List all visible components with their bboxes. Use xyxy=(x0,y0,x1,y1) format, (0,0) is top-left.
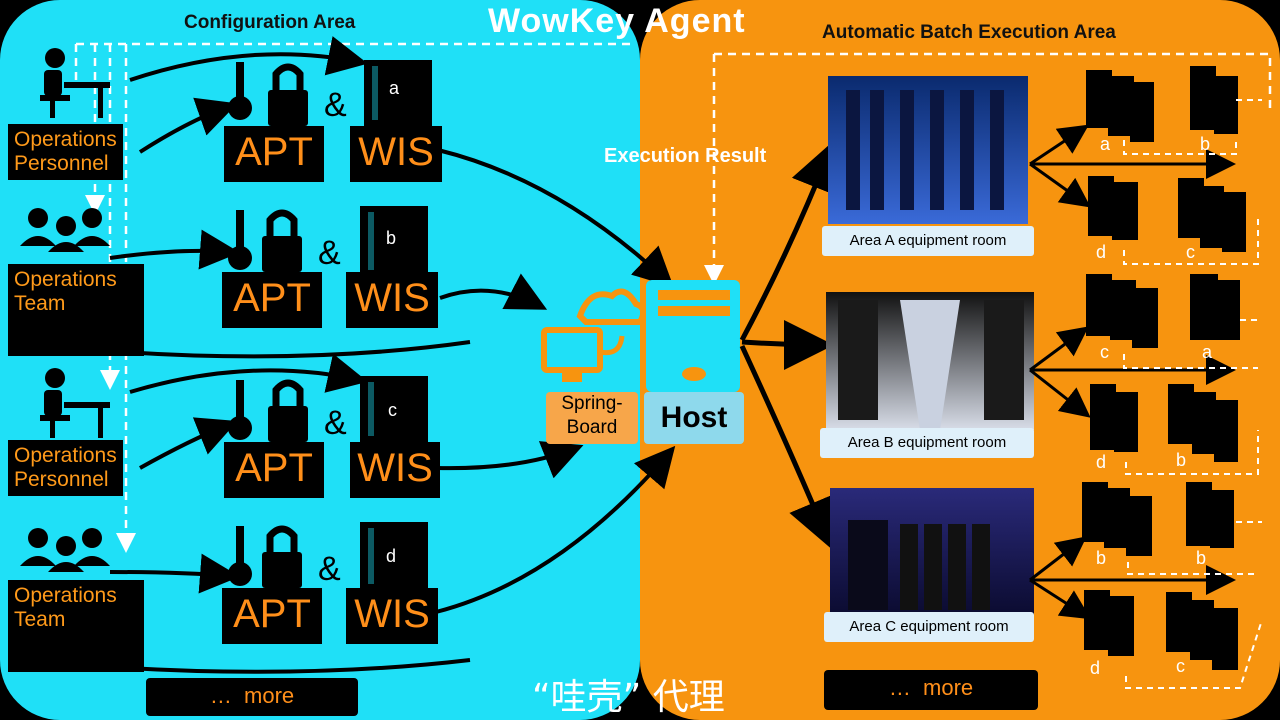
key-lock-icon-3 xyxy=(228,379,308,442)
wis-block-1: WIS xyxy=(350,126,442,182)
apt-block-3: APT xyxy=(224,442,324,498)
desk-person-icon-1 xyxy=(40,48,110,118)
execution-result-label: Execution Result xyxy=(604,145,767,167)
ampersand-4: & xyxy=(318,550,341,588)
more-label: more xyxy=(923,675,974,700)
key-lock-icon-2 xyxy=(228,209,302,272)
host-label: Host xyxy=(644,392,744,444)
rack-icon-c xyxy=(360,376,428,442)
wis-block-2: WIS xyxy=(346,272,438,328)
desk-person-icon-2 xyxy=(40,368,110,438)
team-icon-2 xyxy=(20,528,110,572)
server-label-a-1: a xyxy=(1100,134,1111,154)
server-label-b-3: d xyxy=(1096,452,1107,472)
more-label: more xyxy=(244,683,295,708)
wis-block-3: WIS xyxy=(350,442,440,498)
springboard-icon xyxy=(541,288,647,382)
server-label-c-3: d xyxy=(1090,658,1101,678)
server-label-a-2: b xyxy=(1200,134,1211,154)
ampersand-1: & xyxy=(324,86,347,124)
batch-execution-area-header: Automatic Batch Execution Area xyxy=(822,22,1116,43)
rack-icon-b xyxy=(360,206,428,276)
configuration-area-header: Configuration Area xyxy=(184,12,356,33)
rack-icon-a xyxy=(364,60,432,126)
apt-block-4: APT xyxy=(222,588,322,644)
room-b-photo xyxy=(826,292,1034,430)
apt-block-1: APT xyxy=(224,126,324,182)
server-label-b-4: b xyxy=(1176,450,1187,470)
rack-letter-c: c xyxy=(388,400,397,420)
more-dots: … xyxy=(888,675,911,700)
host-icon xyxy=(646,280,740,392)
page-title: WowKey Agent xyxy=(488,2,746,40)
server-label-a-3: d xyxy=(1096,242,1107,262)
rack-letter-a: a xyxy=(389,78,400,98)
room-c-photo xyxy=(830,488,1034,616)
more-rooms-button[interactable]: … more xyxy=(824,670,1038,710)
room-label-b: Area B equipment room xyxy=(820,428,1034,458)
chinese-caption: “哇壳” 代理 xyxy=(532,677,725,718)
key-lock-icon-4 xyxy=(228,525,302,588)
ampersand-2: & xyxy=(318,234,341,272)
room-label-c: Area C equipment room xyxy=(824,612,1034,642)
server-cluster-group xyxy=(1082,66,1246,670)
server-label-c-2: b xyxy=(1196,548,1207,568)
room-label-a: Area A equipment room xyxy=(822,226,1034,256)
server-label-b-1: c xyxy=(1100,342,1109,362)
ampersand-3: & xyxy=(324,404,347,442)
wis-block-4: WIS xyxy=(346,588,438,644)
apt-block-2: APT xyxy=(222,272,322,328)
more-config-button[interactable]: … more xyxy=(146,678,358,716)
server-label-c-4: c xyxy=(1176,656,1185,676)
server-label-a-4: c xyxy=(1186,242,1195,262)
server-label-c-1: b xyxy=(1096,548,1107,568)
server-label-b-2: a xyxy=(1202,342,1213,362)
team-icon-1 xyxy=(20,208,110,252)
rack-letter-b: b xyxy=(386,228,397,248)
springboard-label: Spring-Board xyxy=(546,392,638,444)
key-lock-icon-1 xyxy=(228,62,308,126)
rack-letter-d: d xyxy=(386,546,397,566)
more-dots: … xyxy=(209,683,232,708)
rack-icon-d xyxy=(360,522,428,590)
room-a-photo xyxy=(828,76,1028,224)
